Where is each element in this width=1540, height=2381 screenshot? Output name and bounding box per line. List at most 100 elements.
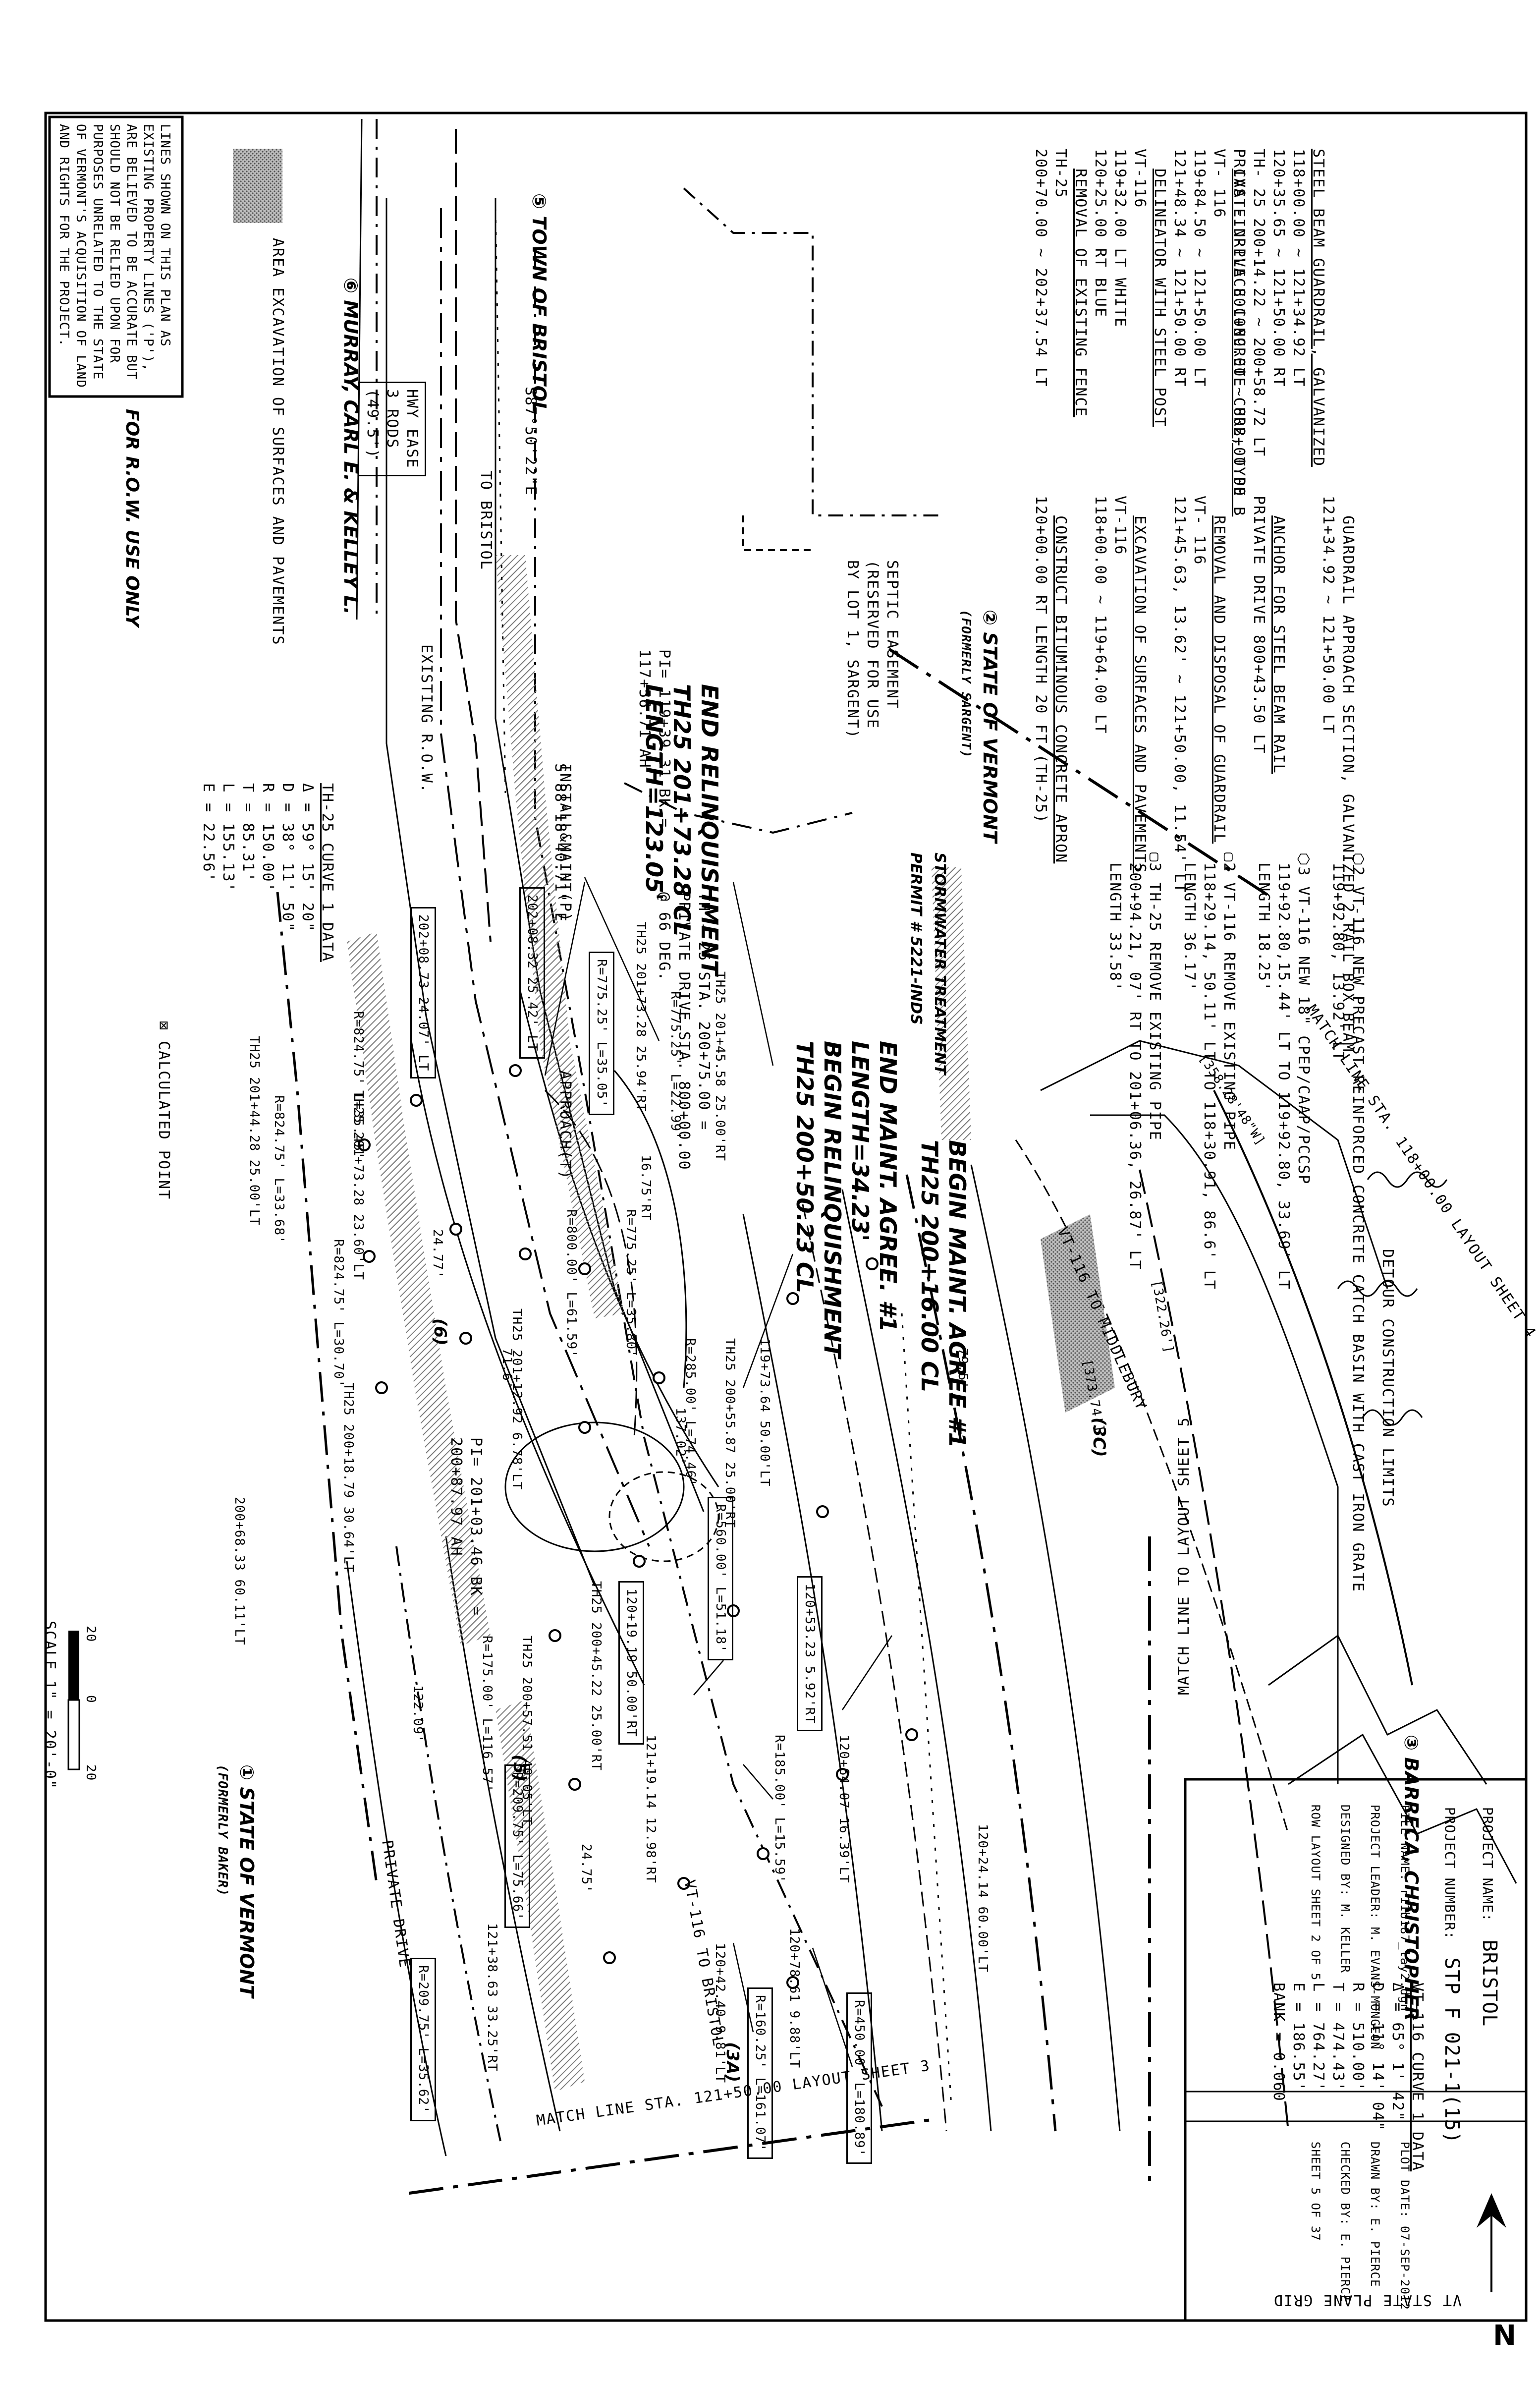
north-arrow	[1477, 2193, 1506, 2292]
sta-label: 121+38.63 33.25'RT	[485, 1923, 499, 2072]
match-line-right-label: MATCH LINE TO LAYOUT SHEET 5	[1175, 1417, 1193, 1695]
title-block-details-2: PLOT DATE: 07-SEP-2012 DRAWN BY: E. PIER…	[1309, 2141, 1412, 2310]
north-letter: N	[1493, 2318, 1516, 2350]
sta-label: R=450.00' L=180.89'	[846, 1992, 872, 2164]
owner-number-circle: ⑥	[340, 278, 362, 300]
calculated-point-icon: ⊠	[155, 1021, 172, 1041]
row-only-note: FOR R.O.W. USE ONLY	[122, 409, 142, 627]
leaders	[544, 877, 893, 2067]
legend-right-2: ▢2 VT-116 REMOVE EXISTING PIPE 118+29.14…	[1181, 852, 1238, 1290]
sta-label: 24.75'	[579, 1844, 594, 1893]
sta-label: R=175.00' L=116.57'	[480, 1636, 495, 1793]
disclaimer-frame	[48, 115, 184, 398]
sta-label: 202+08.32 25.42' LT	[519, 887, 545, 1059]
sta-label: 119+73.64 50.00'LT	[757, 1338, 772, 1487]
callout-6: (6)	[430, 1318, 450, 1346]
sta-label: R=775.25' L=35.05'	[589, 952, 614, 1115]
callout-3A: (3A)	[722, 2042, 742, 2083]
sta-label: TH25 200+55.87 25.00'RT	[722, 1338, 737, 1529]
sta-label: R=800.00' L=61.59'	[564, 1209, 579, 1358]
sta-label: 121+19.14 12.98'RT	[643, 1735, 658, 1883]
sta-label: R=185.00' L=15.59'	[772, 1735, 787, 1883]
sta-label: R=824.75' L=30.70'	[331, 1239, 346, 1388]
sta-label: TH25 200+45.22 25.00'RT	[589, 1581, 604, 1771]
sta-label: TH25 201+73.28 23.60'LT	[351, 1090, 366, 1281]
sheet-border	[44, 112, 1528, 2322]
area-excavation-label: AREA EXCAVATION OF SURFACES AND PAVEMENT…	[269, 238, 286, 646]
calculated-point-legend: ⊠ CALCULATED POINT	[155, 1021, 172, 1200]
sta-label: 120+24.14 60.00'LT	[975, 1824, 990, 1973]
title-block-details: FILE NAME: r11b187_lay2.dgn PROJECT LEAD…	[1309, 1804, 1412, 2050]
legend-right-1: ⬡3 VT-116 NEW 18" CPEP/CAAP/PCCSP 119+92…	[1255, 852, 1312, 1290]
sta-label: TH25 200+18.79 30.64'LT	[341, 1383, 356, 1573]
sta-label: 137.02'	[673, 1408, 688, 1466]
sta-label: 120+19.19 50.00'RT	[618, 1581, 644, 1745]
square-tag-icon: ▢	[1146, 852, 1163, 863]
square-tag-icon: ▢	[1220, 852, 1238, 863]
sta-label: R=775.25' L=35.80'	[623, 1209, 638, 1358]
sta-label: TH25 201+73.28 25.94'RT	[633, 922, 648, 1112]
owner-number-circle: ⑤	[528, 193, 550, 216]
to-bristol-label: TO BRISTOL	[477, 471, 495, 570]
sta-label: 200+68.33 60.11'LT	[232, 1497, 247, 1645]
disclaimer: LINES SHOWN ON THIS PLAN AS EXISTING PRO…	[56, 124, 172, 388]
excavation-areas	[233, 149, 1115, 2092]
guardrail	[495, 208, 952, 2107]
legend-area-swatch	[233, 149, 282, 223]
owner-number-circle: ②	[979, 610, 1001, 632]
title-block-frame	[1184, 1778, 1528, 2322]
sta-label: R=209.75' L=35.62'	[410, 1958, 436, 2121]
sta-label: TH25 201+44.28 25.00'LT	[247, 1036, 262, 1226]
install-maint-label: INSTALL&MAINT(P)	[556, 763, 574, 922]
sta-label: R=824.75' L=33.68'	[272, 1095, 286, 1244]
detour-limits-label: DETOUR CONSTRUCTION LIMITS	[1379, 1249, 1396, 1508]
scale-right: 20	[83, 1764, 98, 1781]
sta-label: R=775.25' L=22.99'	[668, 991, 683, 1140]
match-line-top	[888, 647, 1272, 899]
existing-row-label: EXISTING R.O.W.	[418, 644, 435, 794]
pi-2-label: PI= 201+03.46 BK =200+87.97 AH	[447, 1437, 485, 1617]
callout-3C: (3C)	[1089, 1417, 1109, 1457]
sta-label: 79.5'	[955, 1348, 970, 1390]
sta-label: 120+64.07 16.39'LT	[836, 1735, 851, 1883]
pi-1-label: PI= 119+39.31 BK =117+56.71 AH	[636, 649, 673, 829]
owner-5: ⑤ TOWN OF BRISTOL	[528, 193, 550, 414]
owner-number-circle: ①	[236, 1764, 258, 1787]
sta-label: 16.75'RT	[638, 1155, 653, 1221]
legend-right-3: ▢3 TH-25 REMOVE EXISTING PIPE 200+94.21,…	[1106, 852, 1163, 1270]
detour-limits	[1015, 1040, 1413, 1834]
private-drive-station: TH - 25 STA. 200+75.00 =PRIVATE DRIVE ST…	[656, 892, 713, 1171]
sta-label: R=209.75' L=75.66'	[504, 1764, 530, 1928]
sta-label: 122.09'	[410, 1685, 425, 1743]
sta-label: TH25 201+45.58 25.00'RT	[713, 971, 727, 1162]
sta-label: 24.77'	[430, 1229, 445, 1279]
sta-label: 120+53.23 5.92'RT	[797, 1576, 823, 1732]
callout-5: (5)	[509, 1755, 529, 1782]
sta-label: TH25 201+12.92 6.78'LT	[509, 1308, 524, 1490]
scale-text: SCALE 1" = 20'-0"	[41, 1621, 58, 1790]
title-block: PROJECT NAME: BRISTOL PROJECT NUMBER: ST…	[1440, 1807, 1501, 2144]
scale-left: 20	[83, 1626, 98, 1643]
tree-line	[1268, 1171, 1517, 1884]
vt116-road	[742, 1164, 1289, 2132]
scale-bar	[67, 1631, 80, 1770]
bearing-1: S87°50'22"E	[522, 387, 539, 496]
sta-label: 120+78.61 9.88'LT	[787, 1928, 802, 2069]
sta-label: 202+08.73 24.07' LT	[410, 907, 436, 1079]
center-curves	[504, 1070, 719, 1562]
calculated-points	[358, 1064, 918, 1989]
approach-label: APPROACH(T)	[556, 1071, 574, 1180]
hexagon-tag-icon: ⬡	[1349, 852, 1367, 867]
